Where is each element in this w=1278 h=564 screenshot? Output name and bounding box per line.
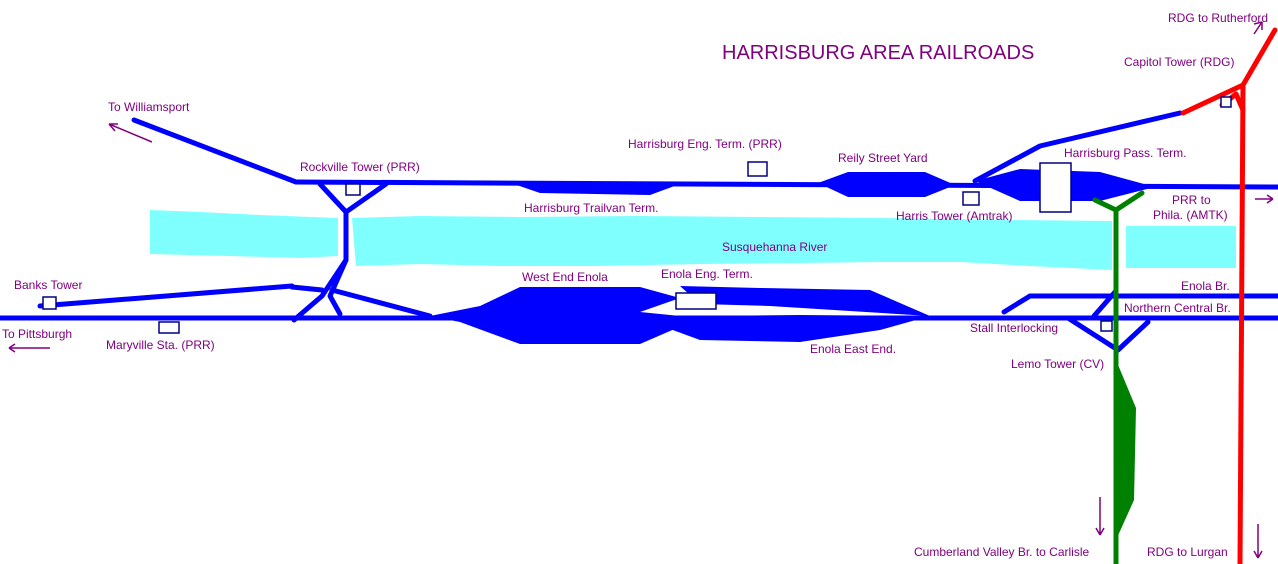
carlisle-arrow (1095, 497, 1105, 536)
label-prr-to: PRR to (1172, 193, 1211, 207)
enola-east-end-yard (640, 315, 930, 342)
label-enola-br: Enola Br. (1181, 279, 1230, 293)
label-stall-interlocking: Stall Interlocking (970, 321, 1058, 335)
label-rockville-tower: Rockville Tower (PRR) (300, 160, 420, 174)
label-enola-eng-term: Enola Eng. Term. (661, 267, 753, 281)
pittsburgh-arrow (8, 343, 50, 353)
enola-yard-upper (680, 286, 930, 316)
rockville-tower-building (345, 183, 361, 196)
direction-arrows (8, 21, 1274, 559)
label-reily-yard: Reily Street Yard (838, 151, 928, 165)
label-harrisburg-eng-term: Harrisburg Eng. Term. (PRR) (628, 137, 782, 151)
lemo-tower-building (1100, 320, 1113, 332)
label-northern-central: Northern Central Br. (1124, 301, 1231, 315)
rutherford-arrow (1253, 21, 1263, 35)
label-williamsport: To Williamsport (108, 100, 190, 114)
label-rdg-lurgan: RDG to Lurgan (1147, 545, 1228, 559)
harrisburg-pass-term-building (1039, 162, 1072, 213)
label-phila: Phila. (AMTK) (1153, 208, 1228, 222)
capitol-tower-building (1220, 96, 1232, 108)
marysville-station-building (158, 321, 180, 334)
susquehanna-river (150, 210, 1236, 270)
harris-tower-building (962, 191, 980, 206)
label-banks-tower: Banks Tower (14, 278, 82, 292)
rockville-bridge (289, 181, 389, 323)
phila-arrow (1255, 194, 1274, 204)
harrisburg-eng-term-building (747, 161, 768, 177)
lurgan-arrow (1253, 524, 1263, 559)
label-capitol-tower: Capitol Tower (RDG) (1124, 55, 1234, 69)
label-west-end-enola: West End Enola (522, 270, 608, 284)
reily-street-yard (818, 172, 955, 197)
buildings (42, 96, 1232, 334)
label-marysville: Maryville Sta. (PRR) (106, 338, 215, 352)
label-lemo-tower: Lemo Tower (CV) (1011, 357, 1104, 371)
label-harrisburg-pass-term: Harrisburg Pass. Term. (1064, 146, 1186, 160)
banks-tower-building (42, 296, 57, 310)
labels: HARRISBURG AREA RAILROADS RDG to Rutherf… (2, 11, 1268, 559)
label-trailvan-term: Harrisburg Trailvan Term. (524, 201, 658, 215)
label-cv-carlisle: Cumberland Valley Br. to Carlisle (914, 545, 1090, 559)
label-harris-tower: Harris Tower (Amtrak) (896, 209, 1012, 223)
label-to-pittsburgh: To Pittsburgh (2, 327, 72, 341)
enola-eng-term-building (675, 292, 717, 310)
west-end-enola-yard (430, 287, 700, 344)
williamsport-arrow (108, 123, 153, 143)
label-river: Susquehanna River (722, 240, 827, 254)
trailvan-yard (508, 182, 680, 195)
label-rdg-rutherford: RDG to Rutherford (1168, 11, 1268, 25)
label-enola-east-end: Enola East End. (810, 342, 896, 356)
map-title: HARRISBURG AREA RAILROADS (722, 42, 1034, 64)
cumberland-valley-line (1092, 190, 1145, 564)
